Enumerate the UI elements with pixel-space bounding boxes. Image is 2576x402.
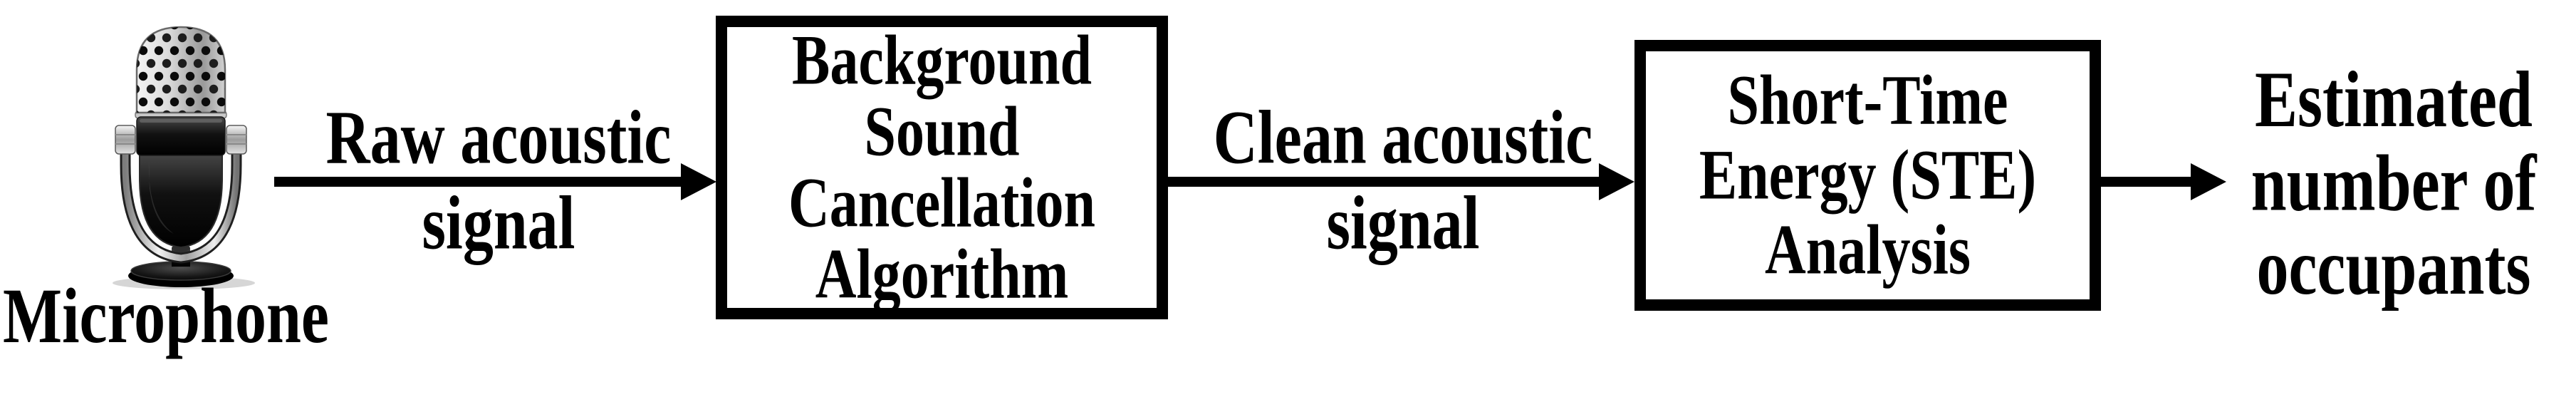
arrow-raw-signal-line — [274, 177, 682, 187]
microphone-label-text: Microphone — [3, 273, 329, 360]
box1-line: Sound — [864, 93, 1020, 171]
raw-acoustic-label: Raw acoustic — [281, 94, 716, 180]
short-time-energy-text: Short-Time Energy (STE) Analysis — [1646, 63, 2090, 288]
raw-signal-label: signal — [281, 180, 716, 265]
estimated-occupants-text: Estimated number of occupants — [2218, 58, 2569, 310]
output-line: number of — [2251, 139, 2537, 228]
box2-line: Energy (STE) — [1699, 136, 2037, 215]
box1-line: Algorithm — [815, 235, 1069, 314]
output-line: occupants — [2256, 223, 2531, 311]
box1-line: Cancellation — [788, 164, 1096, 242]
background-sound-cancellation-box: Background Sound Cancellation Algorithm — [716, 16, 1168, 319]
output-line: Estimated — [2255, 56, 2533, 144]
arrow-clean-signal-head-icon — [1599, 163, 1634, 200]
box1-line: Background — [792, 21, 1092, 100]
clean-signal-label: signal — [1168, 180, 1638, 265]
box2-line: Analysis — [1765, 211, 1971, 289]
short-time-energy-box: Short-Time Energy (STE) Analysis — [1634, 40, 2101, 311]
clean-acoustic-label: Clean acoustic — [1168, 94, 1638, 180]
box2-line: Short-Time — [1727, 61, 2008, 140]
background-sound-cancellation-text: Background Sound Cancellation Algorithm — [727, 25, 1157, 310]
microphone-label: Microphone — [0, 274, 332, 360]
raw-acoustic-label-text: Raw acoustic — [325, 94, 672, 180]
raw-signal-label-text: signal — [422, 180, 575, 265]
microphone-icon — [113, 26, 255, 289]
clean-acoustic-label-text: Clean acoustic — [1213, 94, 1593, 180]
arrow-raw-signal-head-icon — [681, 163, 716, 200]
arrow-output-line — [2101, 177, 2192, 187]
arrow-clean-signal-line — [1168, 177, 1600, 187]
estimated-occupants-label: Estimated number of occupants — [2218, 58, 2569, 309]
clean-signal-label-text: signal — [1326, 180, 1480, 265]
arrow-output-head-icon — [2191, 163, 2226, 200]
